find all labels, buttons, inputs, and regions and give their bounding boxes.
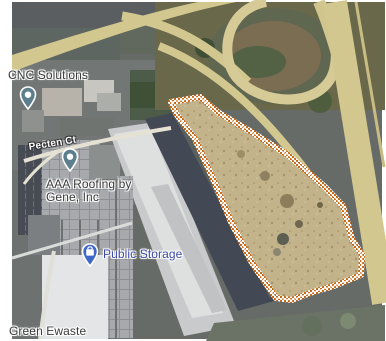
shopping-bag-pin-icon[interactable] xyxy=(81,243,99,267)
location-pin-icon[interactable] xyxy=(61,148,79,172)
place-label-green-ewaste[interactable]: Green Ewaste xyxy=(9,324,87,338)
place-label-public-storage[interactable]: Public Storage xyxy=(103,247,183,261)
location-pin-icon[interactable] xyxy=(19,86,37,110)
place-label-aaa-roofing[interactable]: AAA Roofing by Gene, Inc xyxy=(46,177,132,204)
place-label-cnc-solutions[interactable]: CNC Solutions xyxy=(8,68,88,82)
